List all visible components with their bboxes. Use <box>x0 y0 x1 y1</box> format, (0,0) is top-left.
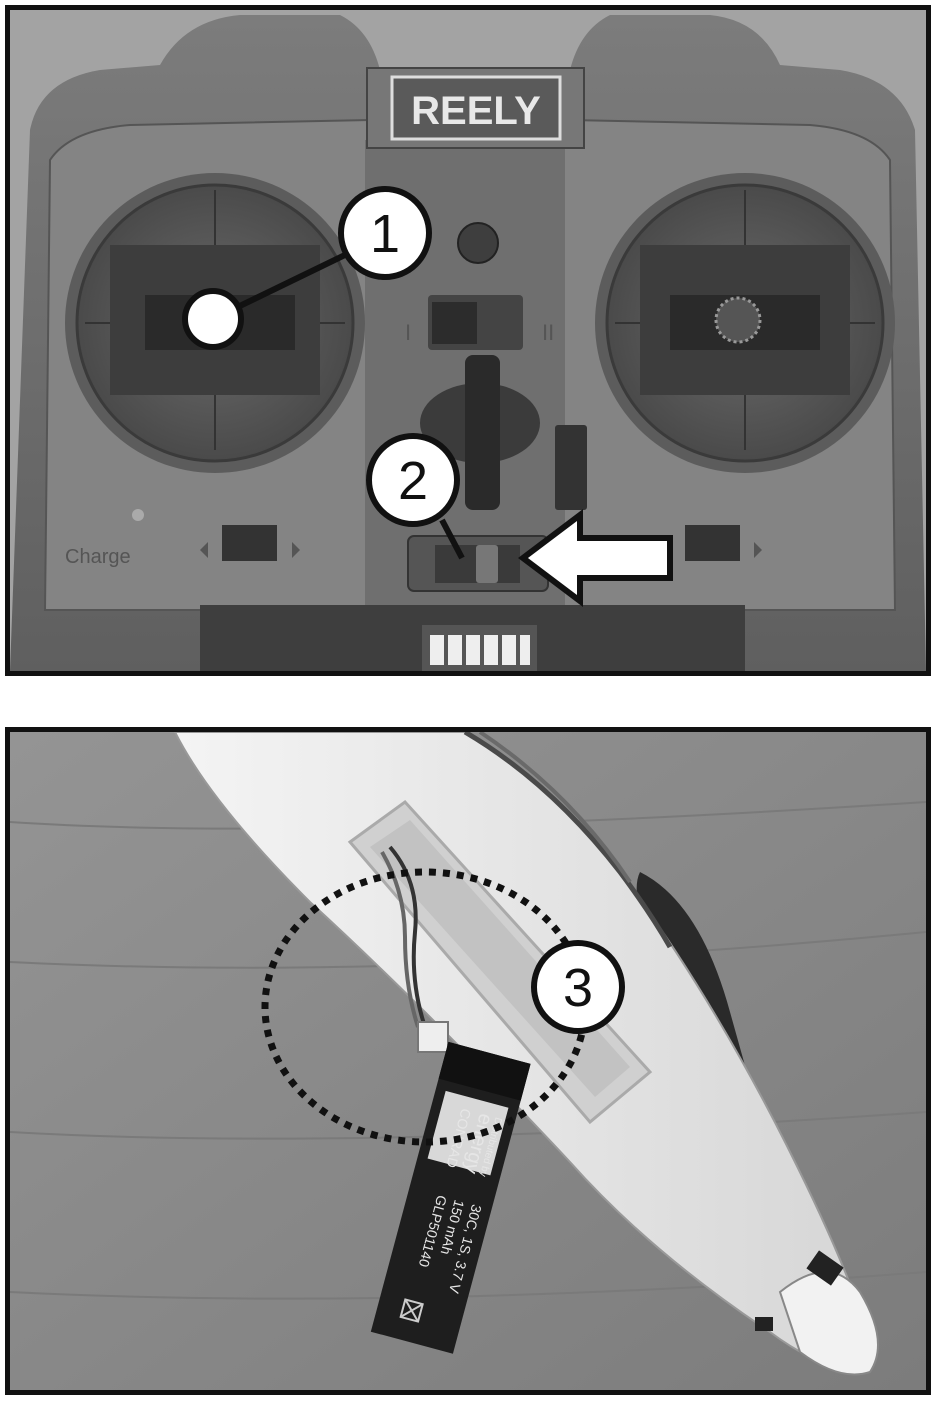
callout-2-number: 2 <box>398 451 428 511</box>
battery-pack: CONRAD energy Distributed by GLP501140 1… <box>370 1041 531 1354</box>
arrow-icon <box>518 508 673 608</box>
callout-3-circle <box>531 940 625 1034</box>
charge-led <box>132 509 144 521</box>
battery-disposal-icon <box>399 1298 424 1323</box>
aircraft-photo: CONRAD energy Distributed by GLP501140 1… <box>5 727 931 1395</box>
right-stick <box>714 296 762 344</box>
aircraft-illustration: CONRAD energy Distributed by GLP501140 1… <box>10 732 926 1390</box>
motor-mount <box>806 1250 844 1286</box>
battery-connector <box>417 1021 449 1053</box>
transmitter-illustration: REELY I II Charge <box>10 10 926 671</box>
left-trim <box>222 525 277 561</box>
right-trim <box>685 525 740 561</box>
power-switch <box>476 545 498 583</box>
callout-1-dot <box>182 288 244 350</box>
transmitter-photo: REELY I II Charge <box>5 5 931 676</box>
callout-2-circle <box>366 433 460 527</box>
charge-label: Charge <box>65 546 131 568</box>
logo-box <box>390 75 562 141</box>
battery-cap <box>438 1041 531 1101</box>
callout-1-circle <box>338 186 432 280</box>
center-lever <box>465 355 500 510</box>
fuselage-stripe <box>463 732 673 949</box>
battery-wire-black <box>388 845 427 1028</box>
switch-right-label: II <box>542 320 554 345</box>
switch-left-label: I <box>405 320 411 345</box>
callout-3-number: 3 <box>563 958 593 1018</box>
power-led <box>457 222 499 264</box>
callout-1-number: 1 <box>370 204 400 264</box>
right-trim-switch <box>555 425 587 510</box>
mode-switch-knob <box>432 302 477 344</box>
callout-2-leader <box>439 518 465 560</box>
brand-logo: REELY <box>411 89 541 133</box>
battery-label-area <box>427 1090 509 1176</box>
motor-mount-clip <box>755 1317 773 1331</box>
